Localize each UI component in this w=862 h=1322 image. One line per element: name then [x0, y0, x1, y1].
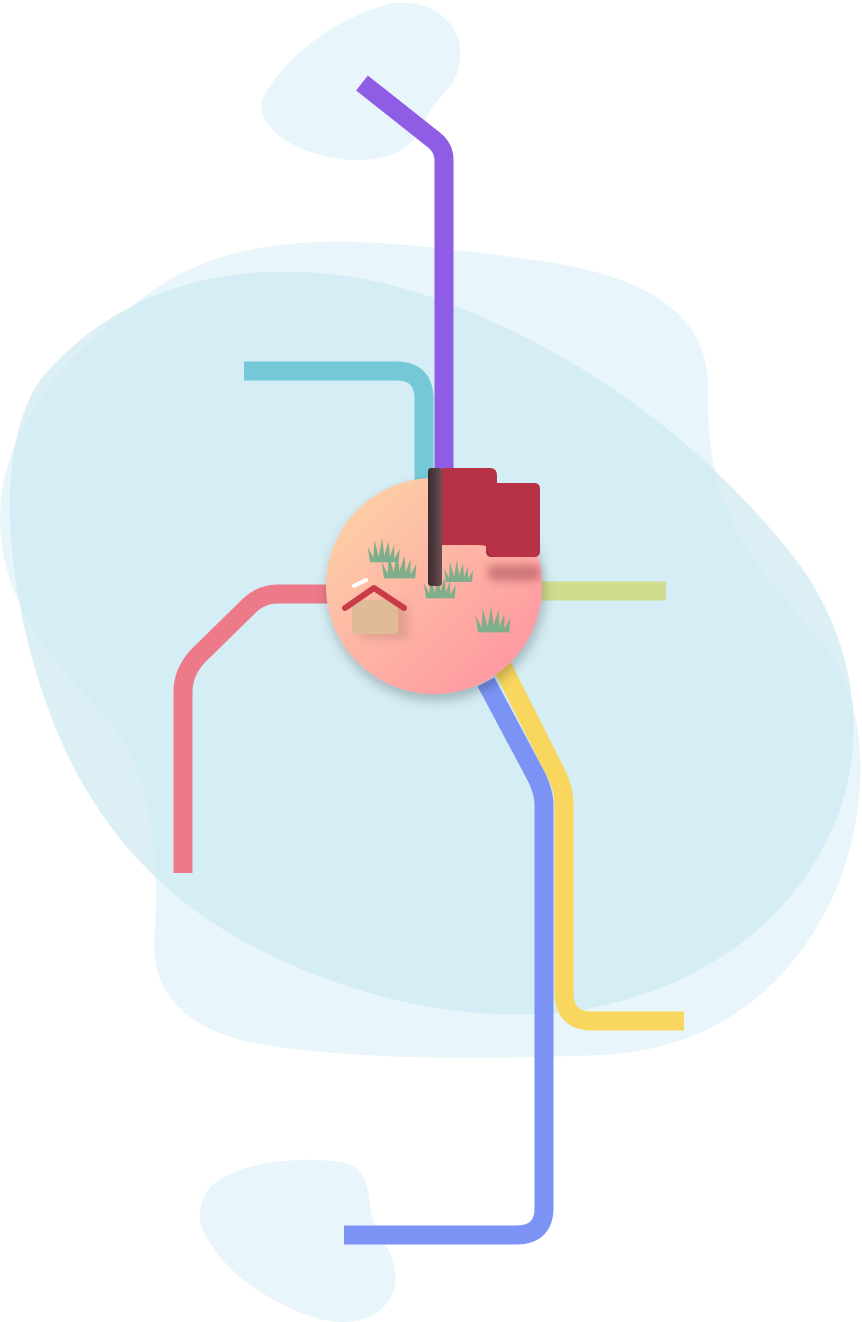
- flag-pole: [428, 468, 442, 586]
